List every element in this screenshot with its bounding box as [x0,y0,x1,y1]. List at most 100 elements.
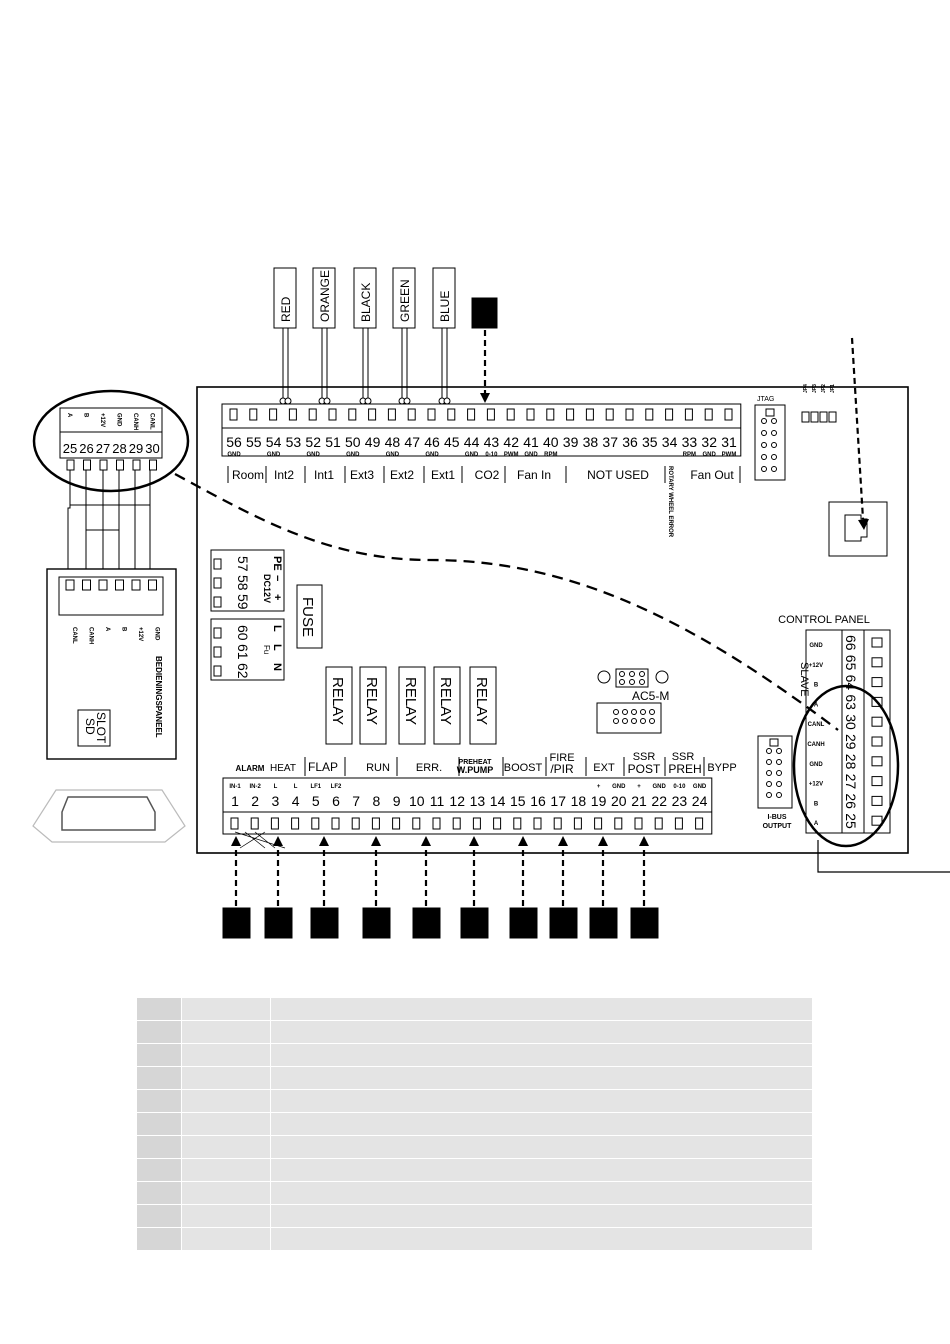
ibus-pin [766,748,772,754]
top-terminal-number: 38 [583,434,599,450]
top-terminal-number: 47 [404,434,420,450]
top-terminal-number: 41 [523,434,539,450]
zoom-terminal-label: +12V [99,413,105,427]
ibus-label: I-BUS [767,814,786,821]
cp-terminal-screw [871,716,883,727]
top-block-frame [221,403,742,457]
bottom-terminal-screw [654,817,663,830]
cp-terminal-number: 27 [843,774,859,790]
legend-row [137,1135,813,1159]
panel-terminal-screw [98,579,108,591]
cp-terminal-label: GND [809,643,823,649]
bottom-terminal-screw [230,817,239,830]
legend-cell [270,1066,813,1090]
zoom-terminal-label: A [66,413,72,418]
top-terminal-number: 50 [345,434,361,450]
top-terminal-sublabel: 0-10 [485,452,498,458]
jumper-block [810,411,819,423]
jtag-label: JTAG [757,396,774,403]
legend-cell [181,1089,271,1113]
top-terminal-screw [625,408,634,421]
power-terminal-number: 60 [235,625,251,641]
bottom-terminal-screw [351,817,360,830]
bottom-terminal-number: 13 [470,793,486,809]
bottom-terminal-screw [573,817,582,830]
legend-cell [137,1158,182,1182]
jumper-label: JP2 [821,384,827,393]
top-terminal-sublabel: RPM [683,452,696,458]
bottom-terminal-number: 5 [312,793,320,809]
ac5-connector-pin [622,709,628,715]
bottom-terminal-screw [392,817,401,830]
power-terminal-screw [213,627,222,639]
jtag-connector [754,404,786,481]
legend-row [137,1020,813,1044]
bottom-terminal-number: 3 [272,793,280,809]
jtag-pin [771,466,777,472]
ac5-hole [655,670,669,684]
bottom-terminal-number: 10 [409,793,425,809]
top-terminal-sublabel: GND [465,452,479,458]
arrow-head [558,836,568,846]
ac5-connector-pin [649,709,655,715]
top-terminal-screw [407,408,416,421]
callout-arrows [222,297,869,939]
wire-tag [392,267,416,329]
bottom-terminal-number: 12 [449,793,465,809]
ac5-connector [596,702,662,734]
wire-end [284,397,292,405]
bottom-terminal-screw [371,817,380,830]
top-terminal-number: 49 [365,434,381,450]
ibus-pin [776,770,782,776]
top-terminal-screw [288,408,297,421]
zoom-terminal-screw [83,459,91,471]
legend-cell [137,1227,182,1251]
panel-title: BEDIENINGSPANEEL [154,656,163,738]
sd-slot-box [77,709,111,747]
callout-square [310,907,339,939]
bottom-terminal-number: 11 [430,793,445,809]
top-terminal-screw [249,408,258,421]
cp-terminal-label: B [814,801,819,807]
fu-label: Fu [262,645,271,654]
arrow-head [598,836,608,846]
bottom-terminal-screw [472,817,481,830]
jumper-block [819,411,828,423]
legend-cell [270,1181,813,1205]
ac5-hole [597,670,611,684]
zoom-ellipse [32,389,190,493]
bottom-terminal-number: 15 [510,793,526,809]
bottom-terminal-sublabel: LF1 [310,784,321,790]
wire-end [443,397,451,405]
legend-cell [137,1043,182,1067]
top-terminal-sublabel: RPM [544,452,557,458]
top-terminal-number: 54 [266,434,282,450]
cp-terminal-screw [871,677,883,688]
legend-row [137,1181,813,1205]
legend-table [137,998,813,1251]
top-terminal-sublabel: GND [524,452,538,458]
arrow-head [469,836,479,846]
bottom-terminal-sublabel: + [637,784,641,790]
top-terminal-number: 33 [682,434,698,450]
bottom-group-label: SSR [672,751,695,763]
bottom-terminal-number: 23 [672,793,688,809]
fuse-box [296,584,323,649]
bottom-terminal-screw [331,817,340,830]
jtag-pin [761,454,767,460]
top-terminal-screw [526,408,535,421]
panel-terminal-label: A [104,627,110,632]
cp-terminal-number: 25 [843,813,859,829]
cp-terminal-number: 66 [843,635,859,651]
top-terminal-screw [308,408,317,421]
legend-row [137,1043,813,1067]
bottom-group-label: HEAT [270,763,296,774]
power-terminal-screw [213,558,222,570]
bottom-group-label: EXT [593,762,615,774]
top-terminal-sublabel: GND [703,452,717,458]
bottom-terminal-number: 2 [251,793,259,809]
cp-terminal-number: 26 [843,793,859,809]
cp-terminal-label: +12V [809,663,823,669]
